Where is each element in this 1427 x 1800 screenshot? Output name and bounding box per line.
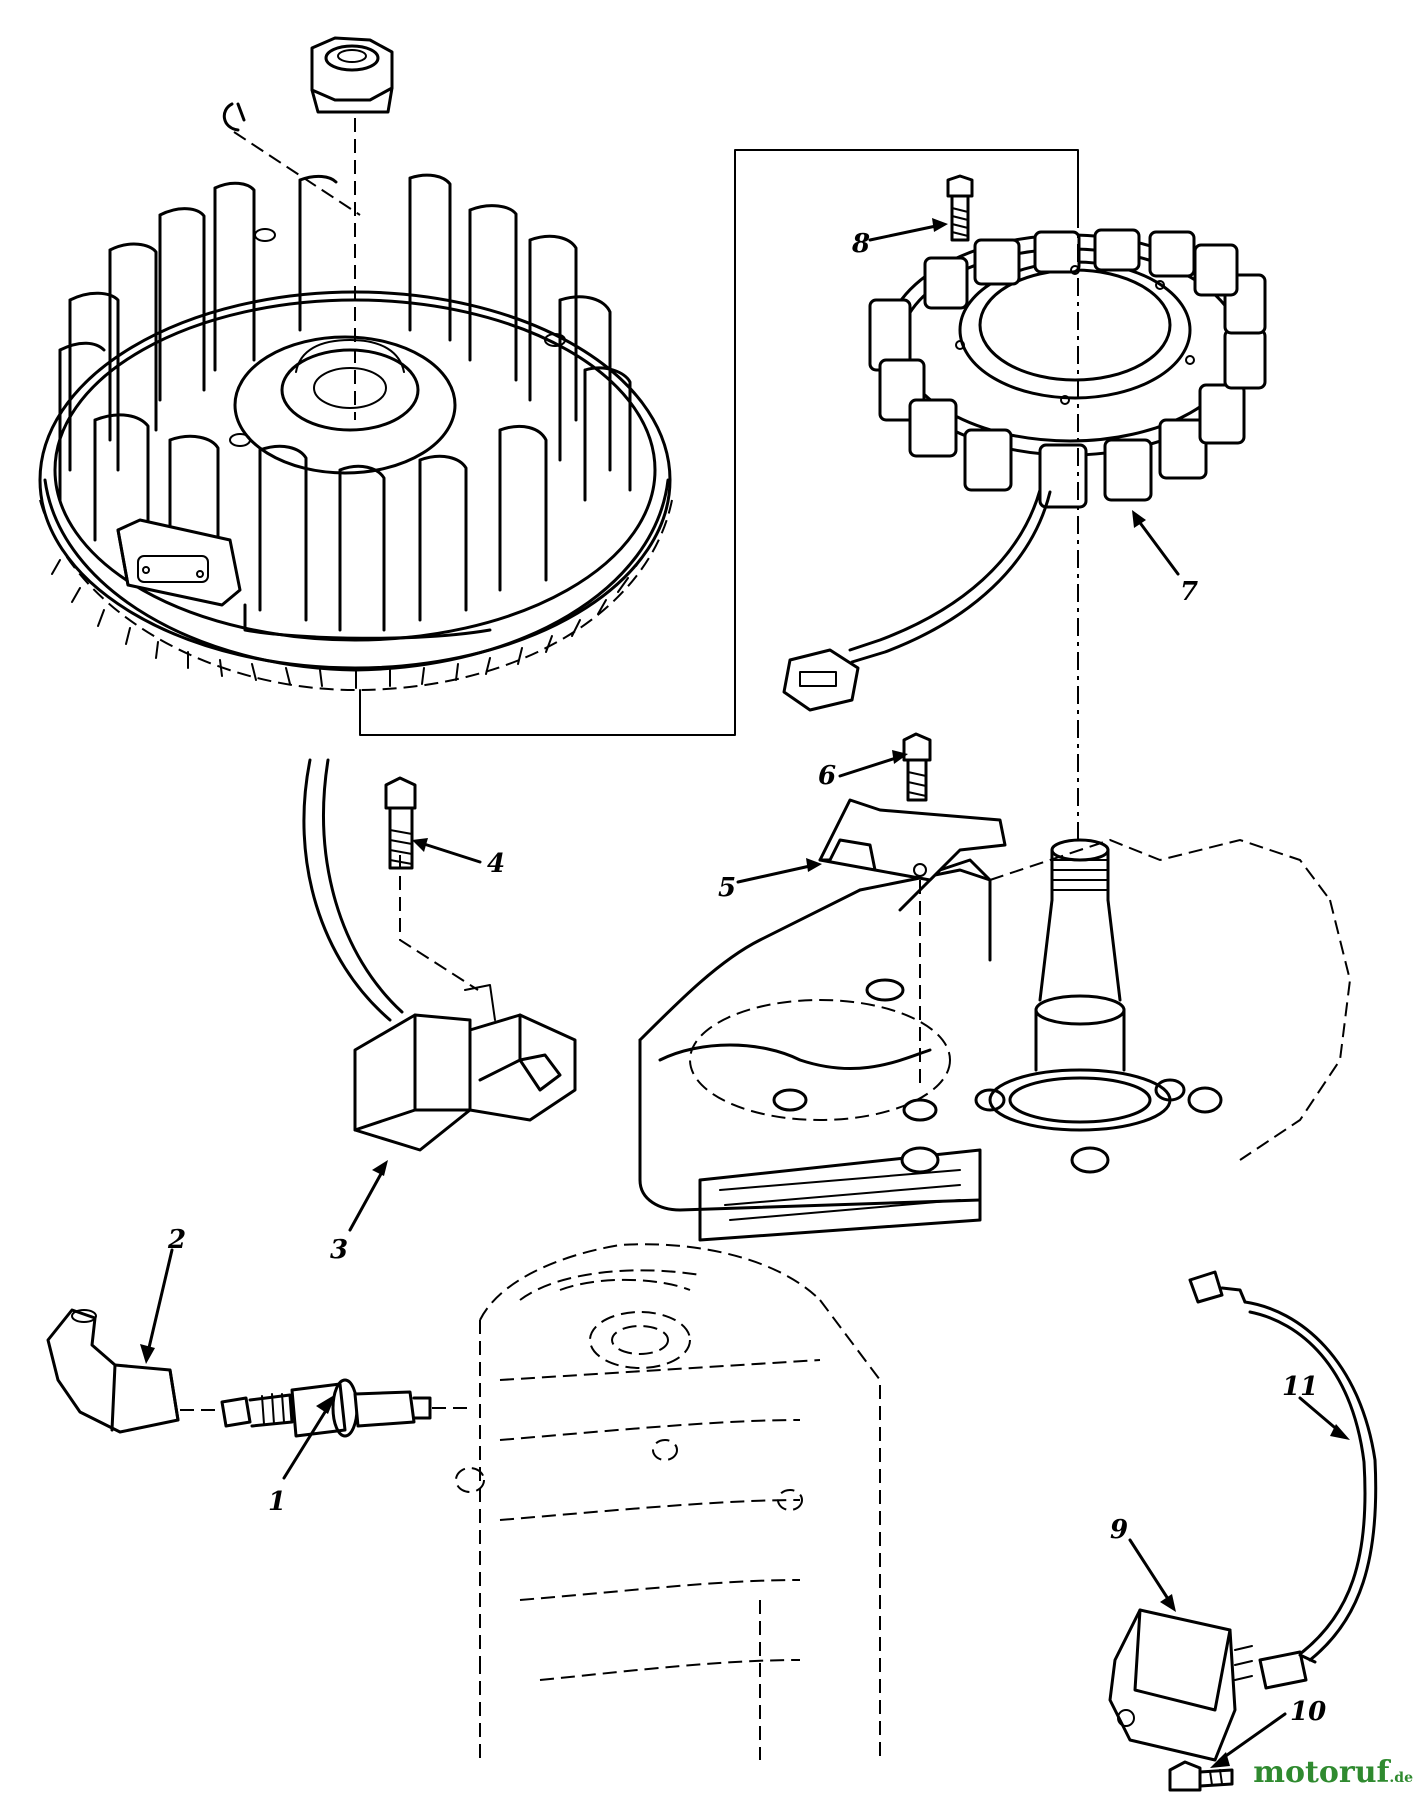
callout-4: 4: [487, 849, 505, 879]
watermark-main: motoruf: [1253, 1755, 1390, 1790]
callout-9: 9: [1110, 1515, 1128, 1545]
flywheel: [38, 36, 673, 692]
bracket-screw: [902, 732, 932, 802]
watermark-logo: motoruf.de: [1253, 1755, 1413, 1790]
spark-plug-boot: [46, 1308, 180, 1434]
voltage-regulator: [1108, 1608, 1253, 1762]
callout-2: 2: [167, 1225, 186, 1255]
wire-harness: [1188, 1270, 1378, 1690]
crankcase: [638, 838, 1352, 1242]
stator-screw: [946, 174, 974, 242]
stator-connector: [782, 648, 860, 712]
callout-10: 10: [1290, 1697, 1326, 1727]
callout-6: 6: [818, 761, 836, 791]
callout-7: 7: [1180, 577, 1198, 607]
stator: [782, 228, 1267, 712]
crankshaft: [988, 838, 1172, 1132]
ignition-coil: [302, 758, 577, 1152]
regulator-screw: [1168, 1760, 1234, 1792]
watermark-suffix: .de: [1389, 1770, 1413, 1786]
callout-3: 3: [330, 1235, 348, 1265]
flywheel-magnet: [116, 518, 242, 607]
cylinder-block: [455, 1243, 881, 1760]
coil-bracket: [818, 798, 1007, 882]
callout-8: 8: [851, 229, 870, 259]
leader-arrows: [140, 218, 1350, 1768]
coil-mounting-bolt: [384, 776, 417, 870]
callout-1: 1: [268, 1487, 286, 1517]
flywheel-nut: [310, 36, 394, 114]
callout-5: 5: [718, 873, 736, 903]
callout-11: 11: [1282, 1372, 1318, 1402]
flywheel-key: [222, 102, 246, 132]
